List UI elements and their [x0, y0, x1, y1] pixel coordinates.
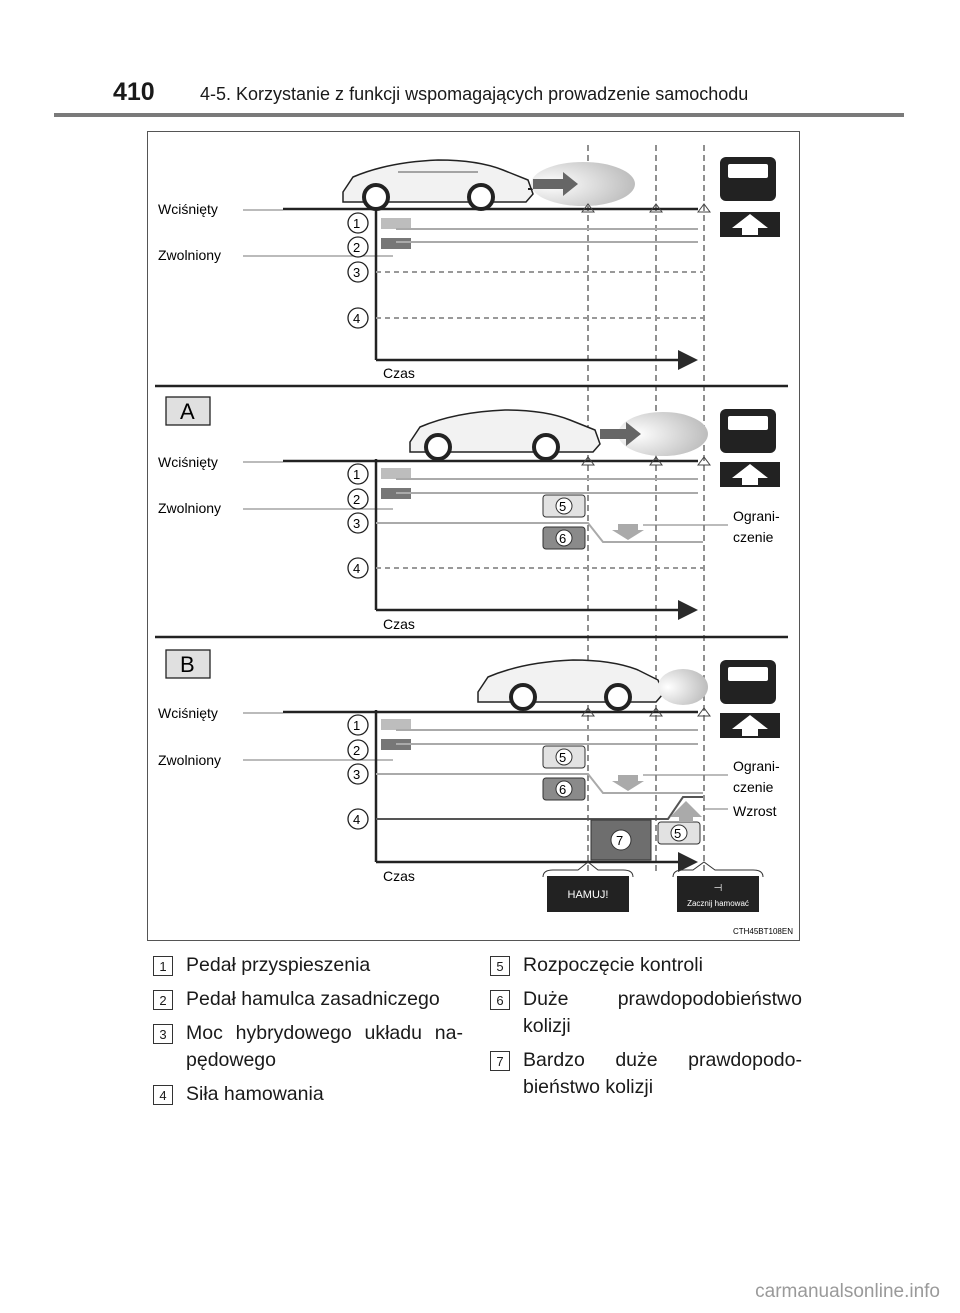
car-icon [342, 159, 534, 211]
radar-beam-icon [658, 669, 708, 705]
num-5: 5 [559, 499, 566, 514]
brake-warning-text: HAMUJ! [568, 889, 609, 901]
watermark: carmanualsonline.info [755, 1281, 940, 1302]
num-5-second: 5 [674, 826, 681, 841]
legend-text: Bardzo duże prawdopodo- bieństwo kolizji [523, 1049, 802, 1098]
reduce-arrow-icon [612, 524, 644, 540]
legend-text: Moc hybrydowego układu na- pędowego [186, 1022, 463, 1071]
num-2: 2 [353, 743, 360, 758]
increase-arrow-icon [670, 801, 702, 822]
legend-item: 1 Pedał przyspieszenia [153, 952, 463, 979]
legend-left: 1 Pedał przyspieszenia 2 Pedał hamulca z… [153, 952, 463, 1115]
panel-a-label: A [180, 399, 195, 424]
legend-text: Siła hamowania [186, 1083, 324, 1105]
lead-vehicle-icon [720, 409, 780, 487]
legend-number: 6 [490, 990, 510, 1010]
timing-guides [587, 145, 705, 872]
label-pressed: Wciśnięty [158, 201, 218, 217]
radar-beam-icon [618, 412, 708, 456]
radar-beam-icon [531, 162, 635, 206]
lead-vehicle-icon [720, 660, 780, 738]
label-pressed: Wciśnięty [158, 454, 218, 470]
legend-text: Duże prawdopodobieństwo kolizji [523, 988, 802, 1037]
panel-b: B Wciśnięty Zwolniony 1 2 3 4 Czas [158, 649, 780, 912]
label-time: Czas [383, 365, 415, 381]
num-1: 1 [353, 718, 360, 733]
num-3: 3 [353, 516, 360, 531]
reduce-arrow-icon [612, 775, 644, 791]
car-icon [409, 409, 601, 461]
page-number: 410 [113, 78, 155, 106]
label-increase: Wzrost [733, 803, 777, 819]
legend-item: 2 Pedał hamulca zasadniczego [153, 986, 463, 1013]
legend-item: 3 Moc hybrydowego układu na- pędowego [153, 1020, 463, 1074]
legend-item: 7 Bardzo duże prawdopodo- bieństwo koliz… [490, 1047, 802, 1101]
label-released: Zwolniony [158, 500, 221, 516]
legend-text: Pedał przyspieszenia [186, 954, 371, 976]
start-braking-text: Zacznij hamować [687, 899, 749, 908]
legend-number: 4 [153, 1085, 173, 1105]
num-7: 7 [616, 833, 623, 848]
page-header: 410 4-5. Korzystanie z funkcji wspomagaj… [0, 0, 960, 120]
legend-text: Rozpoczęcie kontroli [523, 954, 703, 976]
label-released: Zwolniony [158, 247, 221, 263]
legend-number: 1 [153, 956, 173, 976]
label-limitation-2: czenie [733, 529, 774, 545]
lead-vehicle-icon [720, 157, 780, 237]
legend-right: 5 Rozpoczęcie kontroli 6 Duże prawdopodo… [490, 952, 802, 1108]
legend-number: 7 [490, 1051, 510, 1071]
num-1: 1 [353, 216, 360, 231]
label-pressed: Wciśnięty [158, 705, 218, 721]
label-limitation-2: czenie [733, 779, 774, 795]
num-4: 4 [353, 311, 360, 326]
pedal-icon: ⊣ [714, 883, 723, 894]
num-4: 4 [353, 561, 360, 576]
legend-number: 3 [153, 1024, 173, 1044]
direction-arrow-icon [600, 422, 641, 446]
brake-warning-display [547, 876, 629, 912]
diagram-canvas: Wciśnięty Zwolniony 1 2 3 4 Czas A [155, 145, 793, 936]
label-time: Czas [383, 616, 415, 632]
figure-code: CTH45BT108EN [733, 927, 793, 936]
legend-item: 5 Rozpoczęcie kontroli [490, 952, 802, 979]
num-3: 3 [353, 265, 360, 280]
num-5: 5 [559, 750, 566, 765]
section-title: 4-5. Korzystanie z funkcji wspomagającyc… [200, 84, 749, 104]
num-6: 6 [559, 531, 566, 546]
label-limitation-1: Ograni- [733, 758, 780, 774]
direction-arrow-icon [533, 172, 578, 196]
car-icon [477, 659, 664, 711]
panel-normal: Wciśnięty Zwolniony 1 2 3 4 Czas [158, 157, 780, 381]
legend-number: 2 [153, 990, 173, 1010]
num-4: 4 [353, 812, 360, 827]
label-released: Zwolniony [158, 752, 221, 768]
legend-item: 6 Duże prawdopodobieństwo kolizji [490, 986, 802, 1040]
label-time: Czas [383, 868, 415, 884]
pcs-timing-diagram: Wciśnięty Zwolniony 1 2 3 4 Czas A [147, 131, 800, 941]
num-3: 3 [353, 767, 360, 782]
num-2: 2 [353, 492, 360, 507]
header-divider [54, 113, 904, 117]
panel-a: A Wciśnięty Zwolniony 1 2 3 4 Czas [158, 396, 780, 632]
start-braking-display [677, 876, 759, 912]
num-6: 6 [559, 782, 566, 797]
legend-text: Pedał hamulca zasadniczego [186, 988, 440, 1010]
legend-number: 5 [490, 956, 510, 976]
num-2: 2 [353, 240, 360, 255]
legend-item: 4 Siła hamowania [153, 1081, 463, 1108]
label-limitation-1: Ograni- [733, 508, 780, 524]
panel-b-label: B [180, 652, 195, 677]
num-1: 1 [353, 467, 360, 482]
